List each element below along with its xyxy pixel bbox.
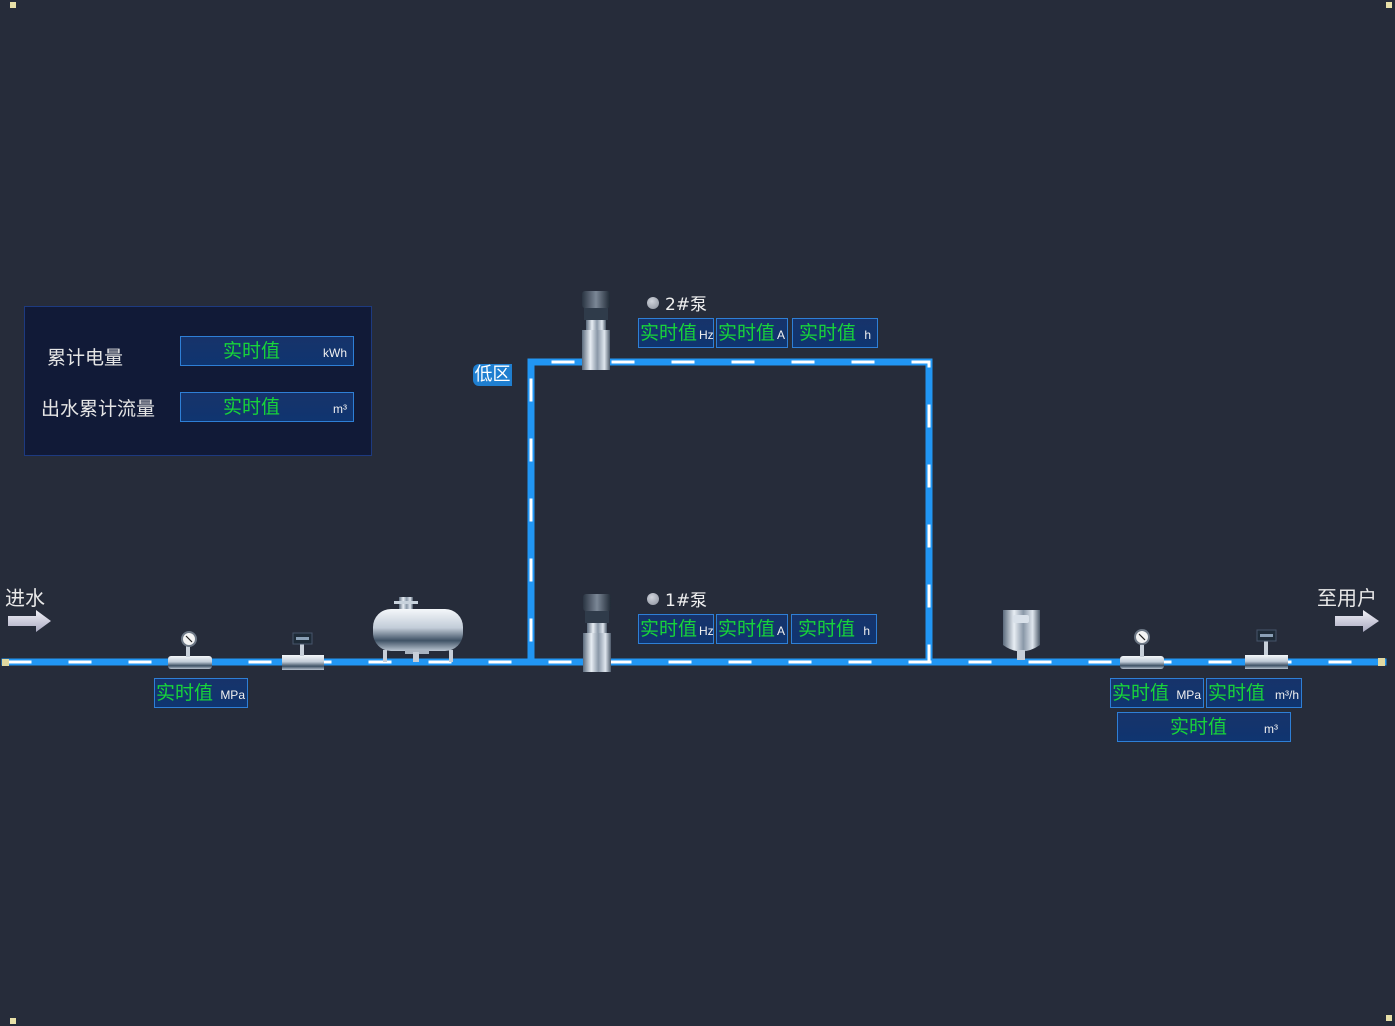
corner-marker xyxy=(1386,2,1392,8)
corner-marker xyxy=(10,2,16,8)
unit: Hz xyxy=(699,328,714,342)
total-flow-label: 出水累计流量 xyxy=(41,398,156,420)
pump-2-name: 2#泵 xyxy=(665,295,708,315)
pump-2-status-icon xyxy=(647,296,659,309)
energy-value: 实时值 xyxy=(223,340,281,362)
inlet-flow-meter-icon xyxy=(282,632,324,670)
corner-marker xyxy=(1386,1015,1392,1021)
total-flow-unit: m³ xyxy=(333,401,347,416)
outlet-flow-box: 实时值 m³/h xyxy=(1206,678,1302,708)
inlet-pressure-box: 实时值 MPa xyxy=(154,678,248,708)
outlet-pressure-box: 实时值 MPa xyxy=(1110,678,1204,708)
pump-2-label: 2#泵 xyxy=(647,290,707,315)
pump-2-runtime: 实时值 h xyxy=(792,318,878,348)
pump-1-icon xyxy=(583,594,611,672)
unit: Hz xyxy=(699,624,714,638)
unit: A xyxy=(777,328,786,342)
pressure-tank-icon xyxy=(1003,610,1040,660)
pump-1-status-icon xyxy=(647,592,659,605)
outlet-pressure-gauge-icon xyxy=(1120,629,1164,669)
total-flow-value-box: 实时值 m³ xyxy=(180,392,354,422)
pump-1-runtime: 实时值 h xyxy=(791,614,877,644)
unit: MPa xyxy=(1176,688,1201,702)
outlet-label: 至用户 xyxy=(1317,586,1377,610)
value: 实时值 xyxy=(156,682,214,704)
energy-value-box: 实时值 kWh xyxy=(180,336,354,366)
inlet-label: 进水 xyxy=(5,586,45,610)
unit: h xyxy=(863,624,870,638)
pump-2-icon xyxy=(582,291,610,370)
summary-panel: 累计电量 实时值 kWh 出水累计流量 实时值 m³ xyxy=(24,306,372,456)
outlet-flow-meter-icon xyxy=(1245,629,1288,669)
value: 实时值 xyxy=(1112,682,1170,704)
value: 实时值 xyxy=(1208,682,1266,704)
buffer-tank-icon xyxy=(373,597,463,662)
unit: A xyxy=(777,624,786,638)
value: 实时值 xyxy=(640,322,698,344)
total-flow-value: 实时值 xyxy=(223,396,281,418)
value: 实时值 xyxy=(798,618,856,640)
unit: h xyxy=(864,328,871,342)
outlet-arrow-icon xyxy=(1335,610,1379,632)
inlet-arrow-icon xyxy=(8,610,51,632)
inlet-pressure-gauge-icon xyxy=(168,631,212,669)
value: 实时值 xyxy=(640,618,698,640)
value: 实时值 xyxy=(799,322,857,344)
unit: m³ xyxy=(1264,721,1278,736)
value: 实时值 xyxy=(718,618,776,640)
unit: MPa xyxy=(220,688,245,702)
value: 实时值 xyxy=(1170,716,1228,738)
outlet-total-flow-box: 实时值 m³ xyxy=(1117,712,1291,742)
unit: m³/h xyxy=(1275,688,1299,702)
corner-marker xyxy=(10,1018,16,1024)
value: 实时值 xyxy=(718,322,776,344)
energy-unit: kWh xyxy=(323,345,347,360)
pump-1-label: 1#泵 xyxy=(647,586,707,611)
energy-label: 累计电量 xyxy=(47,347,124,369)
zone-label[interactable]: 低区 xyxy=(473,364,512,386)
pump-1-name: 1#泵 xyxy=(665,591,708,611)
